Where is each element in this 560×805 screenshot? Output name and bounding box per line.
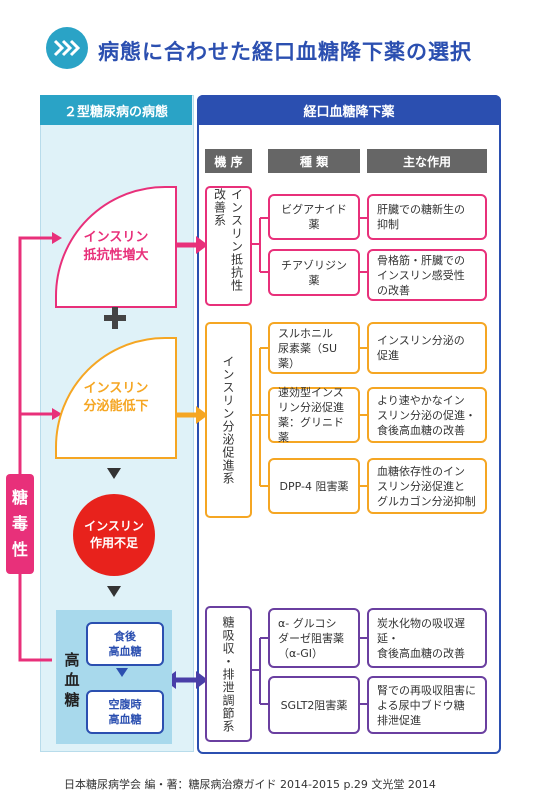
fasting-hyperglycemia-box: 空腹時 高血糖 — [86, 690, 164, 734]
drug-glinide-line2: リン分泌促進 — [278, 401, 344, 414]
action-glinide-line1: より速やかなイン — [377, 393, 465, 407]
drug-thiazolidine: チアゾリジン薬 — [268, 249, 360, 296]
action-dpp4-line1: 血糖依存性のイン — [377, 464, 465, 478]
hyperglycemia-line2: 糖 — [64, 691, 80, 709]
postprandial-line1: 食後 — [114, 630, 136, 643]
insulin-secretion-label: インスリン 分泌能低下 — [83, 380, 148, 416]
action-thiazolidine-line2: インスリン感受性 — [377, 268, 465, 282]
insulin-secretion-line2: 分泌能低下 — [83, 399, 149, 414]
fasting-line2: 高血糖 — [108, 713, 142, 726]
postprandial-line2: 高血糖 — [108, 645, 142, 658]
hyperglycemia-label: 高血 糖 — [60, 650, 84, 710]
action-su-line2: 促進 — [377, 349, 399, 362]
down-arrow-icon — [107, 586, 121, 597]
down-arrow-icon — [116, 668, 128, 677]
action-dpp4-line2: スリン分泌促進と — [377, 479, 465, 493]
col-header-mechanism: 機 序 — [205, 149, 252, 173]
mechanism-secretion: インスリン分泌促進系 — [205, 322, 252, 518]
insulin-deficiency-circle: インスリン 作用不足 — [73, 494, 155, 576]
insulin-secretion-line1: インスリン — [83, 381, 149, 396]
insulin-resistance-label: インスリン 抵抗性増大 — [83, 229, 148, 265]
action-biguanide-line2: 抑制 — [377, 218, 399, 231]
glucotoxicity-char1: 糖 — [11, 488, 28, 507]
col-header-type: 種 類 — [268, 149, 360, 173]
glucotoxicity-label: 糖 毒 性 — [6, 474, 34, 574]
drug-su-line2: 尿素薬（SU薬） — [278, 341, 338, 370]
drug-glinide-line1: 速効型インス — [278, 386, 344, 399]
action-sglt2-line1: 腎での再吸収阻害に — [377, 683, 476, 697]
action-dpp4: 血糖依存性のイン スリン分泌促進と グルカゴン分泌抑制 — [367, 458, 487, 514]
action-agi-line1: 炭水化物の吸収遅延・ — [377, 616, 465, 645]
action-su-line1: インスリン分泌の — [377, 334, 465, 347]
drug-glinide: 速効型インス リン分泌促進 薬：グリニド薬 — [268, 386, 360, 444]
drug-su-line1: スルホニル — [278, 326, 333, 340]
drug-su: スルホニル 尿素薬（SU薬） — [268, 322, 360, 374]
footer-citation: 日本糖尿病学会 編・著：糖尿病治療ガイド 2014-2015 p.29 文光堂 … — [64, 778, 436, 791]
action-thiazolidine-line3: の改善 — [377, 283, 410, 297]
drug-glinide-line3: 薬：グリニド薬 — [278, 416, 344, 444]
title-icon — [46, 27, 88, 69]
action-agi-line2: 食後高血糖の改善 — [377, 646, 465, 660]
insulin-resistance-line2: 抵抗性増大 — [83, 248, 149, 263]
action-glinide: より速やかなイン スリン分泌の促進・ 食後高血糖の改善 — [367, 387, 487, 443]
down-arrow-icon — [107, 468, 121, 479]
insulin-deficiency-line2: 作用不足 — [89, 536, 138, 550]
fasting-line1: 空腹時 — [108, 698, 142, 711]
action-biguanide: 肝臓での糖新生の 抑制 — [367, 194, 487, 240]
hyperglycemia-line1: 高血 — [64, 651, 80, 689]
page-title: 病態に合わせた経口血糖降下薬の選択 — [98, 40, 472, 64]
glucotoxicity-char2: 毒 — [11, 514, 28, 533]
drug-agi: α- グルコシ ダーゼ阻害薬 （α-GI） — [268, 608, 360, 668]
mechanism-absorption: 糖吸収・排泄調節系 — [205, 606, 252, 742]
action-glinide-line2: スリン分泌の促進・ — [377, 408, 476, 422]
drug-dpp4: DPP-4 阻害薬 — [268, 458, 360, 514]
action-glinide-line3: 食後高血糖の改善 — [377, 423, 465, 437]
drug-agi-line1: α- グルコシ — [278, 616, 337, 630]
insulin-resistance-line1: インスリン — [83, 230, 149, 245]
postprandial-hyperglycemia-box: 食後 高血糖 — [86, 622, 164, 666]
drug-sglt2: SGLT2阻害薬 — [268, 676, 360, 734]
action-dpp4-line3: グルカゴン分泌抑制 — [377, 494, 476, 508]
insulin-deficiency-line1: インスリン — [84, 519, 144, 533]
action-thiazolidine-line1: 骨格筋・肝臓での — [377, 253, 465, 267]
action-biguanide-line1: 肝臓での糖新生の — [377, 203, 465, 216]
action-su: インスリン分泌の 促進 — [367, 322, 487, 374]
action-sglt2-line3: 排泄促進 — [377, 713, 421, 727]
pathology-header: ２型糖尿病の病態 — [40, 95, 192, 125]
action-thiazolidine: 骨格筋・肝臓での インスリン感受性 の改善 — [367, 249, 487, 301]
drug-agi-line2: ダーゼ阻害薬 — [278, 631, 344, 645]
action-agi: 炭水化物の吸収遅延・ 食後高血糖の改善 — [367, 608, 487, 668]
drug-agi-line3: （α-GI） — [278, 646, 323, 660]
col-header-action: 主な作用 — [367, 149, 487, 173]
glucotoxicity-char3: 性 — [11, 540, 28, 559]
action-sglt2-line2: よる尿中ブドウ糖 — [377, 698, 465, 712]
drug-biguanide: ビグアナイド薬 — [268, 194, 360, 240]
action-sglt2: 腎での再吸収阻害に よる尿中ブドウ糖 排泄促進 — [367, 676, 487, 734]
drug-header: 経口血糖降下薬 — [197, 95, 501, 125]
mechanism-resistance: インスリン抵抗性改善系 — [205, 186, 252, 306]
plus-icon — [104, 307, 126, 329]
